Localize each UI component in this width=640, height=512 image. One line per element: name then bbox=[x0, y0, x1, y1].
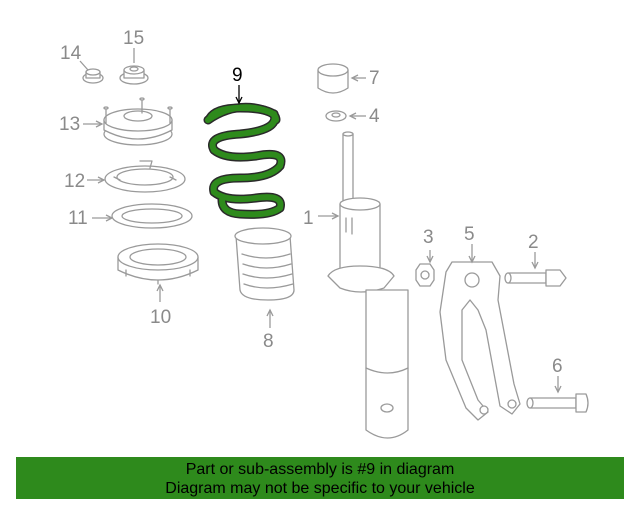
part-6-long-bolt[interactable] bbox=[526, 393, 589, 413]
callout-5[interactable]: 5 bbox=[464, 224, 475, 245]
part-11-insulator[interactable] bbox=[111, 203, 193, 229]
callout-9[interactable]: 9 bbox=[232, 65, 243, 86]
part-14-nut[interactable] bbox=[82, 68, 104, 84]
callout-3[interactable]: 3 bbox=[423, 227, 434, 248]
part-1-strut[interactable] bbox=[327, 131, 409, 439]
part-7-upper-bushing[interactable] bbox=[317, 63, 349, 94]
part-13-strut-mount[interactable] bbox=[103, 97, 173, 146]
callout-2[interactable]: 2 bbox=[528, 232, 539, 253]
callout-10[interactable]: 10 bbox=[150, 307, 171, 328]
callout-7[interactable]: 7 bbox=[369, 68, 380, 89]
callout-11[interactable]: 11 bbox=[68, 208, 88, 229]
part-12-spring-seat[interactable] bbox=[104, 160, 186, 193]
callout-13[interactable]: 13 bbox=[59, 114, 80, 135]
callout-4[interactable]: 4 bbox=[369, 106, 380, 127]
callout-8[interactable]: 8 bbox=[263, 331, 274, 352]
callout-14[interactable]: 14 bbox=[60, 43, 82, 64]
callout-6[interactable]: 6 bbox=[552, 356, 563, 377]
part-2-bolt[interactable] bbox=[504, 269, 567, 287]
callout-1[interactable]: 1 bbox=[303, 208, 314, 229]
part-4-washer[interactable] bbox=[325, 110, 347, 122]
callout-15[interactable]: 15 bbox=[123, 28, 144, 49]
banner-line-disclaimer: Diagram may not be specific to your vehi… bbox=[165, 480, 475, 497]
parts-diagram: 14 15 13 12 11 bbox=[59, 28, 589, 439]
notice-banner: Part or sub-assembly is #9 in diagram Di… bbox=[16, 457, 624, 499]
part-10-lower-spring-seat[interactable] bbox=[117, 243, 199, 285]
callout-12[interactable]: 12 bbox=[64, 171, 85, 192]
part-15-flange-nut[interactable] bbox=[119, 65, 149, 85]
part-9-coil-spring[interactable] bbox=[203, 102, 286, 219]
part-5-bracket[interactable] bbox=[439, 261, 521, 421]
part-3-nut[interactable] bbox=[415, 263, 435, 287]
part-8-dust-boot[interactable] bbox=[234, 227, 295, 301]
banner-line-part: Part or sub-assembly is #9 in diagram bbox=[185, 461, 455, 478]
